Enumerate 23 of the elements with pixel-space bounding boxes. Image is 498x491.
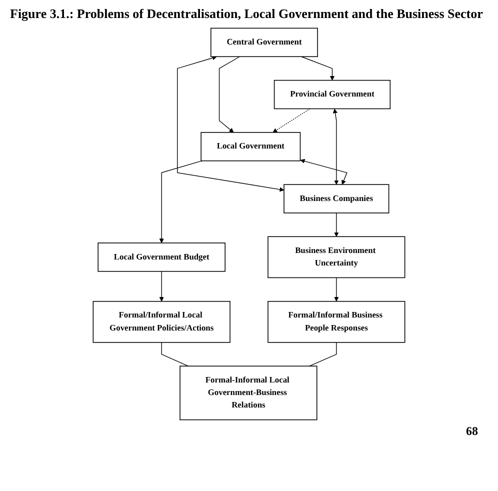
arrow [272, 108, 310, 133]
connector [309, 342, 337, 366]
node-box: Local Government [200, 132, 301, 162]
node-box: Formal/Informal Local Government Policies/Actions [92, 300, 230, 343]
node-box: Formal-Informal Local Government-Business Relations [180, 366, 318, 420]
arrow [159, 271, 164, 302]
figure-title: Figure 3.1.: Problems of Decentralisation, Local Government and the Business Sector [10, 6, 484, 22]
arrow [332, 108, 339, 185]
node-box: Central Government [210, 28, 318, 58]
arrow [218, 56, 240, 133]
node-box: Business Companies [284, 184, 390, 214]
arrow [300, 56, 335, 81]
node-box: Business Environment Uncertainty [268, 236, 406, 278]
connector [161, 342, 189, 366]
arrow [300, 158, 348, 185]
node-box: Local Government Budget [98, 242, 226, 272]
arrow [177, 56, 284, 192]
node-box: Provincial Government [274, 80, 391, 110]
node-box: Formal/Informal Business People Responses [268, 300, 406, 343]
arrow [159, 160, 202, 244]
arrow [334, 212, 339, 237]
arrow [334, 277, 339, 302]
page-number: 68 [466, 424, 478, 438]
